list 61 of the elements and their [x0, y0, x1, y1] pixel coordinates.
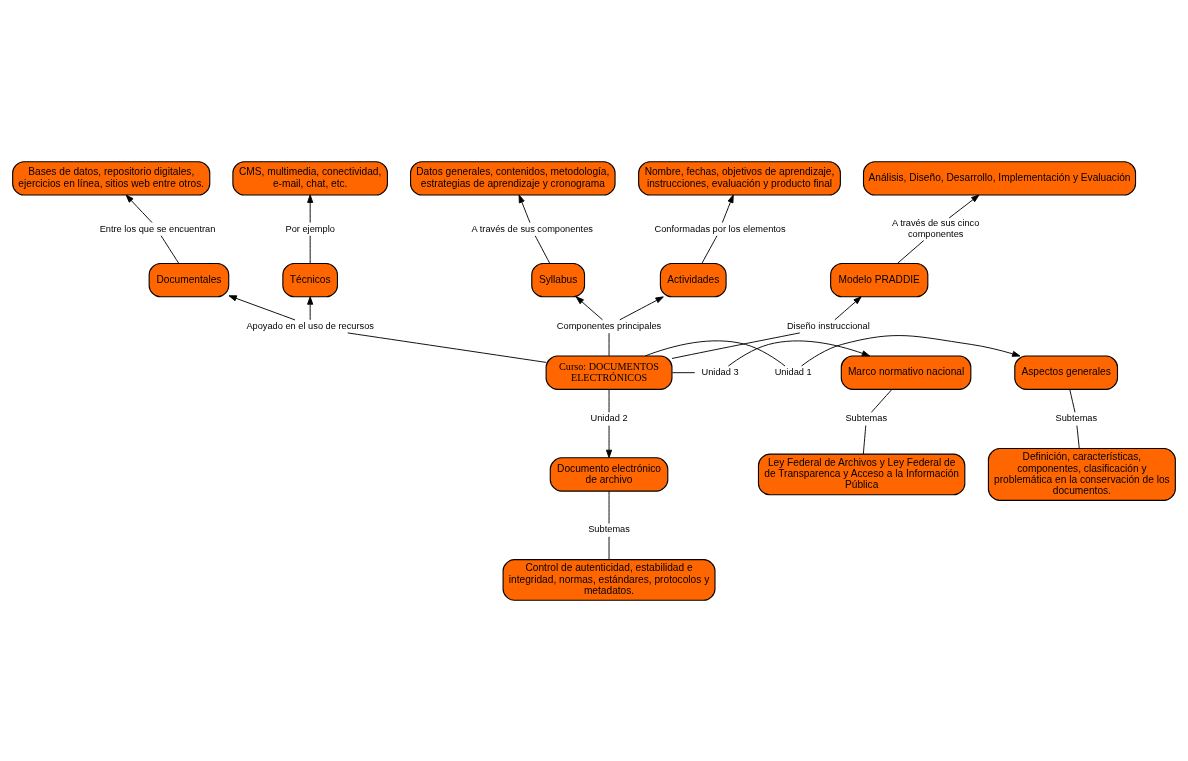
arrow — [575, 295, 603, 320]
node-text: Unidad 2 — [590, 412, 628, 423]
node-text: Unidad 3 — [701, 366, 739, 377]
arrow — [834, 295, 862, 320]
node-text: Apoyado en el uso de recursos — [246, 320, 374, 331]
connector — [608, 535, 610, 560]
node-text: Subtemas — [1055, 412, 1098, 423]
connector — [309, 234, 311, 264]
node-text: Por ejemplo — [285, 223, 335, 234]
arrow — [228, 294, 296, 320]
node-box: Bases de datos, repositorio digitales, ejercicios en línea, sitios web entre otros. — [12, 160, 211, 196]
connector — [862, 424, 867, 454]
connector — [701, 234, 718, 264]
node-box: Técnicos — [282, 262, 338, 297]
node-box: Datos generales, contenidos, metodología, estrategias de aprendizaje y cronograma — [410, 160, 616, 196]
connector — [347, 331, 547, 363]
node-box: Ley Federal de Archivos y Ley Federal de de Transparenca y Acceso a la Información Pública — [757, 453, 966, 495]
arrow — [721, 194, 734, 223]
node-text: Subtemas — [845, 412, 888, 423]
connector — [608, 388, 610, 413]
node-box: Documentales — [148, 262, 230, 297]
connector — [644, 339, 786, 366]
connector — [896, 239, 925, 264]
connector — [870, 388, 893, 413]
arrow — [606, 424, 613, 458]
node-text: A través de sus cinco componentes — [891, 217, 980, 239]
node-text: A través de sus componentes — [471, 223, 593, 234]
node-text: Componentes principales — [556, 320, 662, 331]
arrow — [801, 334, 1021, 366]
node-text: Entre los que se encuentran — [99, 223, 216, 234]
node-box: Modelo PRADDIE — [830, 262, 929, 297]
node-text: Subtemas — [588, 523, 630, 534]
node-box: Actividades — [659, 262, 727, 297]
node-box: Marco normativo nacional — [840, 354, 972, 390]
connector — [608, 332, 610, 356]
arrow — [619, 295, 664, 320]
node-box: Documento electrónico de archivo — [549, 456, 669, 492]
arrow — [518, 194, 531, 223]
node-box: Definición, características, componentes, clasificación y problemática en la conservación de los documentos. — [987, 447, 1176, 501]
node-text: Unidad 1 — [774, 366, 812, 377]
connector — [1069, 388, 1076, 413]
connector — [671, 371, 696, 373]
arrow — [727, 339, 871, 366]
node-box: Control de autenticidad, estabilidad e integridad, normas, estándares, protocolos y metadatos. — [502, 558, 716, 601]
connector — [1076, 424, 1080, 449]
arrow — [307, 295, 314, 320]
node-text: Conformadas por los elementos — [654, 223, 786, 234]
node-box: Nombre, fechas, objetivos de aprendizaje, instrucciones, evaluación y producto final — [638, 160, 841, 196]
arrow — [307, 194, 314, 223]
node-box: Syllabus — [531, 262, 586, 297]
arrow — [948, 194, 980, 218]
node-text: Diseño instruccional — [786, 320, 870, 331]
connector — [160, 234, 180, 264]
arrow — [125, 194, 153, 223]
connector — [608, 490, 610, 524]
node-box: Análisis, Diseño, Desarrollo, Implementación y Evaluación — [862, 160, 1137, 196]
connector — [534, 234, 551, 264]
node-box: Aspectos generales — [1014, 354, 1119, 390]
node-box: CMS, multimedia, conectividad, e-mail, chat, etc. — [232, 160, 388, 196]
connector — [671, 331, 801, 359]
node-box: Curso: DOCUMENTOS ELECTRÓNICOS — [545, 354, 673, 390]
